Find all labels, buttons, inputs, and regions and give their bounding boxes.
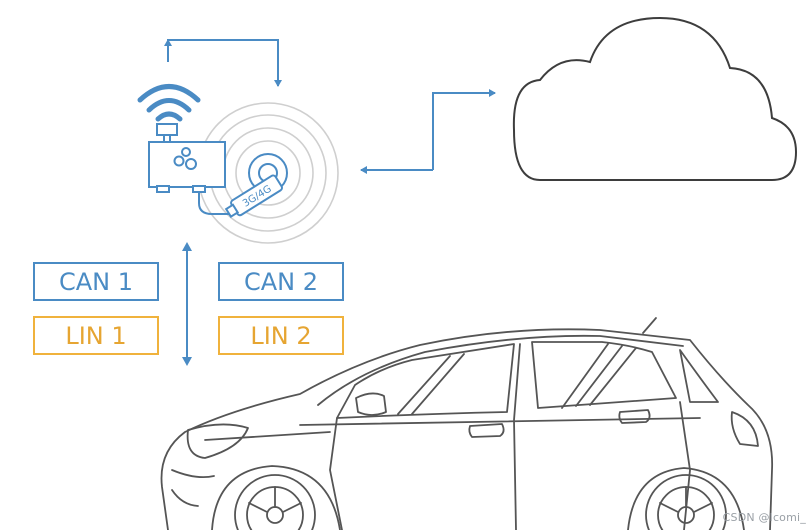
usb-modem-icon: 3G/4G	[224, 174, 283, 220]
telematics-gateway-icon	[149, 124, 225, 192]
bus-double-arrow	[182, 242, 192, 366]
watermark-text: CSDN @lcomi_	[723, 511, 806, 524]
lin2-label-box: LIN 2	[218, 316, 344, 355]
can1-label-box: CAN 1	[33, 262, 159, 301]
can2-label-box: CAN 2	[218, 262, 344, 301]
cloud-icon	[514, 18, 796, 180]
lin1-label-box: LIN 1	[33, 316, 159, 355]
cloud-link-arrows	[361, 93, 495, 170]
wifi-signal-icon	[140, 87, 198, 120]
feedback-loop-arrow	[168, 40, 278, 86]
